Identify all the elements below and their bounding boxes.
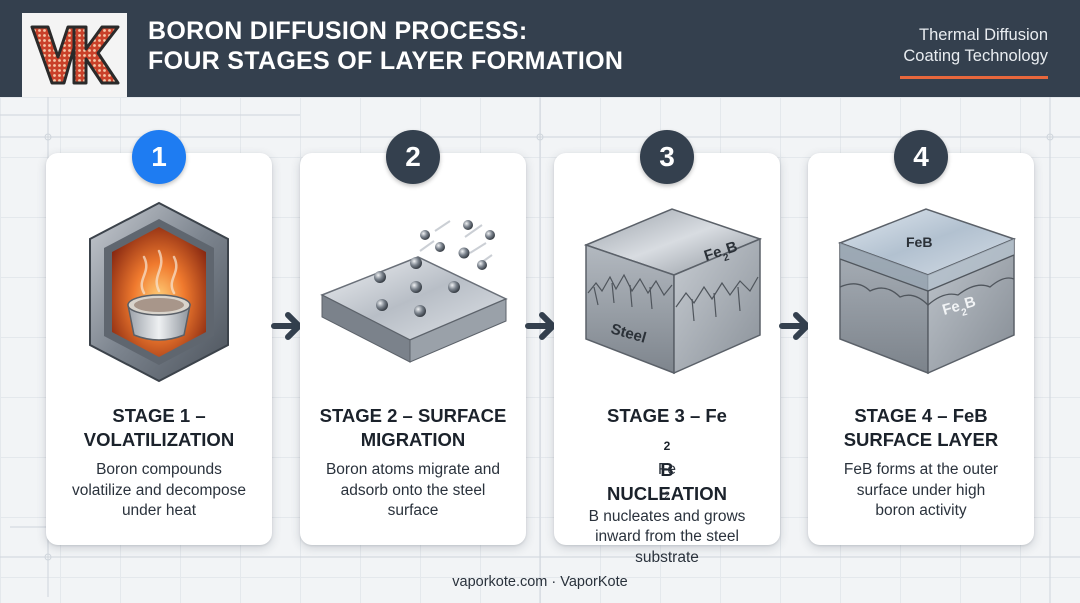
vk-logo-icon	[30, 25, 120, 85]
stage-badge-4: 4	[894, 130, 948, 184]
stage-4-title-line-1: STAGE 4 – FeB	[854, 405, 988, 426]
stage-3-layer-label-post: B	[724, 238, 740, 258]
stage-3-desc-line-1: Fe 2 B nucleates and grows	[554, 460, 780, 527]
stage-3-layer-label-sub: 2	[722, 251, 731, 263]
arrow-right-icon	[271, 312, 302, 340]
stage-3-layer-label: Fe	[702, 243, 724, 265]
stage-3-description: Fe 2 B nucleates and grows inward from the…	[554, 460, 780, 568]
stage-1-desc-line-3: under heat	[121, 502, 197, 519]
stage-4-title: STAGE 4 – FeB SURFACE LAYER	[808, 404, 1034, 452]
footer-credit: vaporkote.com · VaporKote	[452, 574, 628, 590]
stage-4-description: FeB forms at the outer surface under hig…	[808, 460, 1034, 522]
stage-3-title-line-2: NUCLEATION	[607, 483, 727, 505]
layered-cube-feb-icon: FeB Fe2B	[837, 208, 1017, 375]
stage-2-title: STAGE 2 – SURFACE MIGRATION	[300, 404, 526, 452]
stage-3-title-post: B	[660, 459, 674, 481]
stage-3-desc-sub: 2	[664, 490, 670, 502]
stage-2-title-line-2: MIGRATION	[360, 429, 466, 450]
arrow-right-icon	[779, 312, 810, 340]
stage-2-desc-line-3: surface	[387, 502, 439, 519]
title-line-1: BORON DIFFUSION PROCESS:	[148, 17, 528, 45]
stage-4-desc-line-2: surface under high	[856, 481, 986, 499]
tagline: Thermal Diffusion Coating Technology	[828, 25, 1048, 67]
stage-2-title-line-1: STAGE 2 – SURFACE	[319, 405, 507, 426]
tagline-line-1: Thermal Diffusion	[919, 26, 1048, 44]
title-line-2: FOUR STAGES OF LAYER FORMATION	[148, 47, 624, 75]
stage-2-desc-line-2: adsorb onto the steel	[340, 481, 486, 499]
header-bar: BORON DIFFUSION PROCESS: FOUR STAGES OF …	[0, 0, 1080, 97]
svg-text:Fe2B: Fe2B	[940, 293, 979, 323]
stage-badge-3: 3	[640, 130, 694, 184]
stage-4-title-line-2: SURFACE LAYER	[843, 429, 999, 450]
steel-plate-atoms-icon	[320, 220, 508, 363]
steel-cube-fe2b-icon: Fe2B Steel	[583, 208, 763, 375]
stage-1-title-line-2: VOLATILIZATION	[83, 429, 235, 450]
stage-4-layer-label-sub: 2	[960, 306, 969, 318]
stage-1-desc-line-2: volatilize and decompose	[71, 481, 247, 499]
stage-badge-1: 1	[132, 130, 186, 184]
stage-1-description: Boron compounds volatilize and decompose…	[46, 460, 272, 522]
stage-3-desc-pre: Fe	[657, 461, 677, 478]
tagline-line-2: Coating Technology	[903, 47, 1048, 65]
stage-2-description: Boron atoms migrate and adsorb onto the …	[300, 460, 526, 522]
stage-4-top-label: FeB	[906, 234, 932, 250]
stage-3-desc-post: B nucleates and grows	[588, 507, 746, 525]
stage-1-title: STAGE 1 – VOLATILIZATION	[46, 404, 272, 452]
svg-text:Fe2B: Fe2B	[702, 238, 741, 269]
furnace-crucible-icon	[89, 201, 229, 383]
stage-4-desc-line-1: FeB forms at the outer	[843, 461, 999, 478]
stage-4-layer-label-post: B	[963, 293, 978, 312]
stage-3-desc-line-3: substrate	[635, 548, 699, 566]
stage-badge-2: 2	[386, 130, 440, 184]
stage-4-layer-label: Fe	[940, 298, 962, 319]
logo	[22, 13, 127, 97]
tagline-accent-bar	[900, 76, 1048, 79]
arrow-right-icon	[525, 312, 556, 340]
stage-1-title-line-1: STAGE 1 –	[112, 405, 206, 426]
stage-2-desc-line-1: Boron atoms migrate and	[325, 461, 501, 478]
stage-3-desc-line-2: inward from the steel	[595, 528, 739, 546]
stage-3-title-sub: 2	[663, 439, 671, 454]
stage-4-desc-line-3: boron activity	[875, 502, 967, 519]
stage-3-title-pre: STAGE 3 – Fe	[607, 405, 727, 426]
page-title: BORON DIFFUSION PROCESS: FOUR STAGES OF …	[148, 16, 768, 76]
stage-1-desc-line-1: Boron compounds	[96, 461, 222, 478]
